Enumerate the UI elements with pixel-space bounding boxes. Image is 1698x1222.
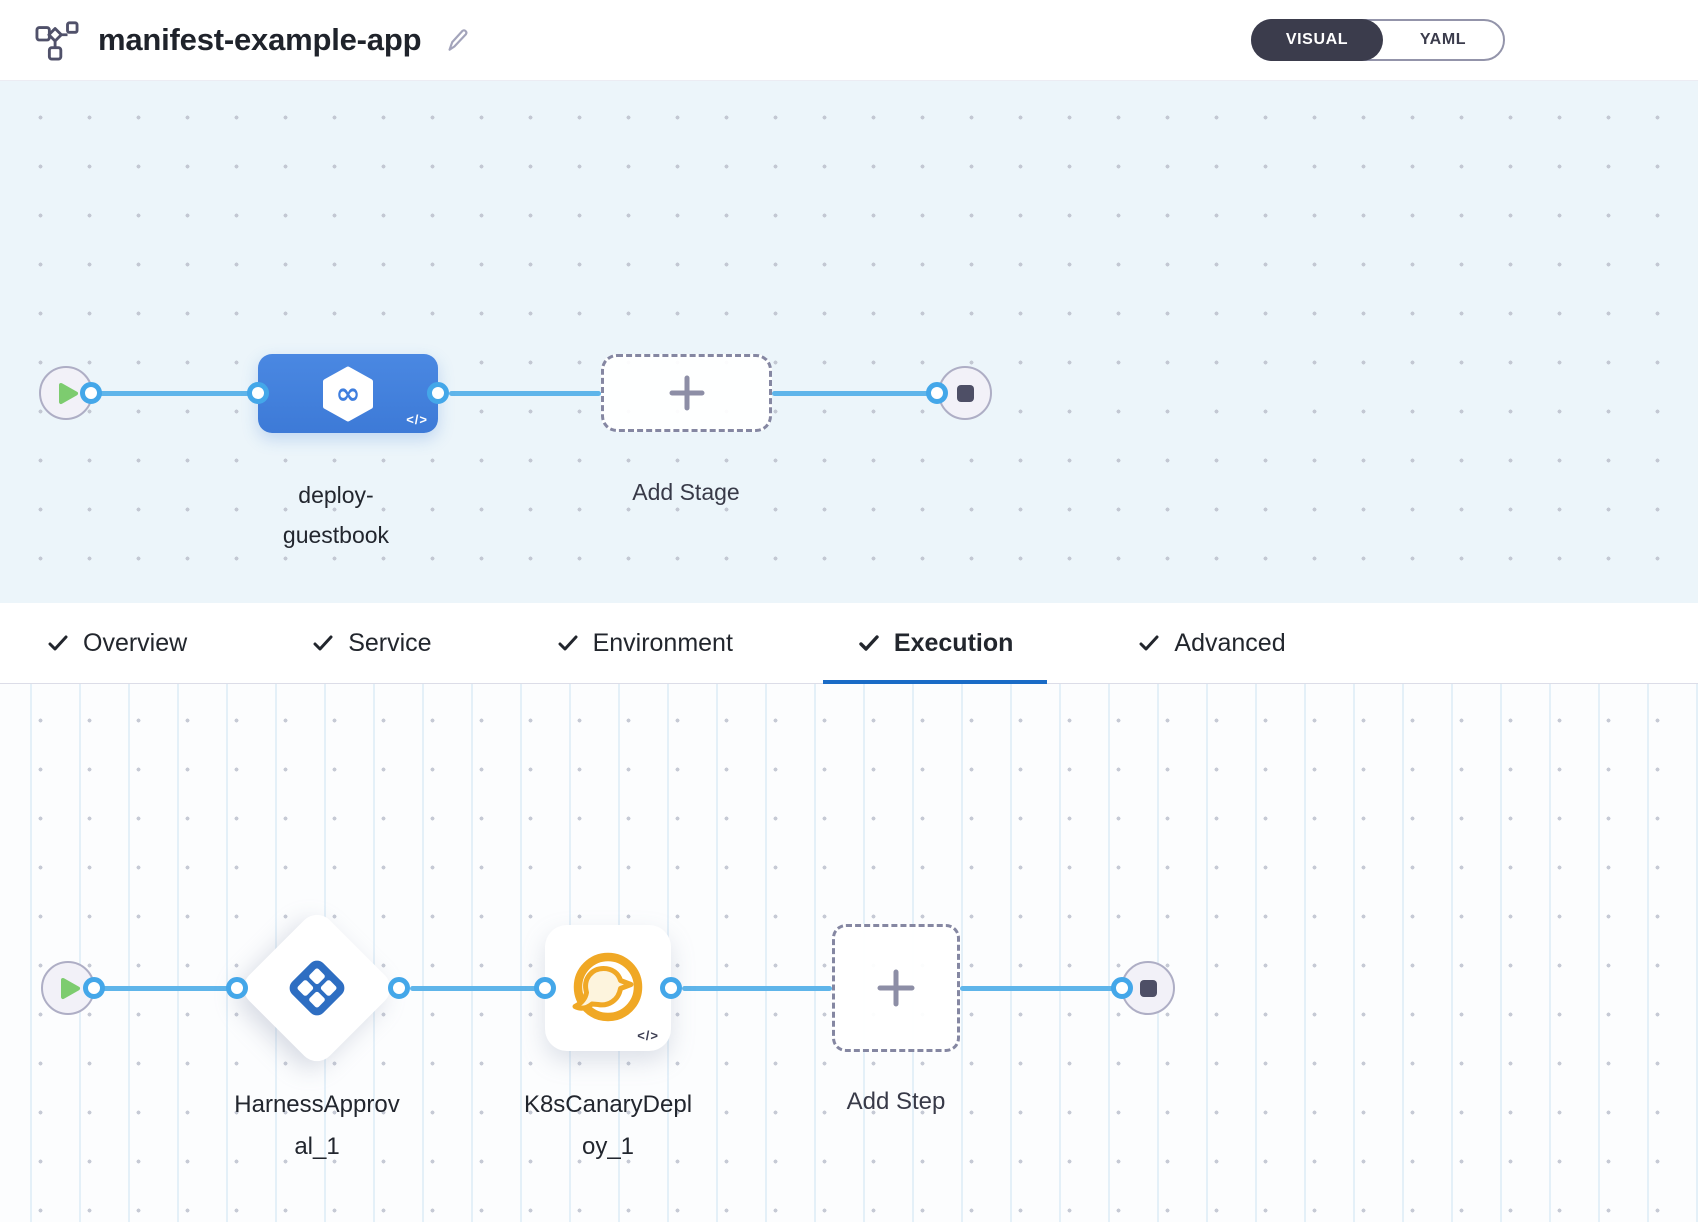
step-node-harness-approval[interactable] bbox=[236, 907, 398, 1069]
k8s-canary-icon bbox=[572, 952, 643, 1022]
stop-icon bbox=[1139, 979, 1157, 997]
edit-pencil-icon[interactable] bbox=[441, 25, 471, 55]
tab-label: Advanced bbox=[1174, 628, 1286, 657]
check-icon bbox=[556, 631, 580, 655]
tab-service[interactable]: Service bbox=[277, 603, 465, 683]
step-node-k8s-canary-deploy[interactable]: </> bbox=[545, 925, 671, 1051]
svg-text:∞: ∞ bbox=[336, 376, 361, 411]
connector-line bbox=[772, 391, 937, 396]
pipeline-icon bbox=[34, 19, 80, 61]
connector-line bbox=[94, 986, 237, 991]
connector-dot bbox=[926, 382, 948, 404]
connector-line bbox=[449, 391, 601, 396]
stop-icon bbox=[956, 384, 974, 402]
connector-dot bbox=[534, 977, 556, 999]
harness-pipeline-hexagon-icon: ∞ bbox=[323, 366, 373, 421]
step1-label-line2: al_1 bbox=[294, 1133, 340, 1160]
tab-advanced[interactable]: Advanced bbox=[1103, 603, 1319, 683]
tab-label: Service bbox=[348, 628, 432, 657]
stage-canvas: ∞ </> deploy- guestbook Add Stage bbox=[0, 81, 1698, 603]
visual-toggle-button[interactable]: VISUAL bbox=[1251, 19, 1383, 61]
connector-dot bbox=[80, 382, 102, 404]
check-icon bbox=[1137, 631, 1161, 655]
plus-icon bbox=[877, 969, 915, 1007]
play-icon bbox=[60, 977, 80, 999]
connector-line bbox=[410, 986, 545, 991]
stage-label-line1: deploy- bbox=[298, 482, 374, 508]
add-step-button[interactable] bbox=[832, 924, 960, 1052]
step2-label-line1: K8sCanaryDepl bbox=[523, 1091, 693, 1118]
step2-label-line2: oy_1 bbox=[581, 1133, 635, 1160]
stage-label-line2: guestbook bbox=[282, 522, 390, 548]
connector-dot bbox=[388, 977, 410, 999]
stage-node-deploy-guestbook[interactable]: ∞ </> bbox=[258, 354, 438, 433]
tab-label: Execution bbox=[893, 628, 1014, 657]
connector-dot bbox=[427, 382, 449, 404]
tab-label: Environment bbox=[592, 628, 733, 657]
connector-line bbox=[91, 391, 258, 396]
add-step-label: Add Step bbox=[846, 1088, 946, 1115]
connector-dot bbox=[83, 977, 105, 999]
step1-label: HarnessApprov al_1 bbox=[177, 1084, 457, 1168]
check-icon bbox=[311, 631, 335, 655]
header: manifest-example-app VISUAL YAML bbox=[0, 0, 1698, 81]
tab-overview[interactable]: Overview bbox=[12, 603, 221, 683]
stage-label: deploy- guestbook bbox=[211, 475, 461, 555]
connector-dot bbox=[247, 382, 269, 404]
check-icon bbox=[46, 631, 70, 655]
stage-code-badge: </> bbox=[406, 412, 428, 427]
step2-label: K8sCanaryDepl oy_1 bbox=[468, 1084, 748, 1168]
connector-dot bbox=[1111, 977, 1133, 999]
pipeline-end-node bbox=[938, 366, 992, 420]
yaml-toggle-button[interactable]: YAML bbox=[1419, 31, 1467, 48]
step-code-badge: </> bbox=[637, 1028, 659, 1043]
check-icon bbox=[857, 631, 881, 655]
execution-canvas: </> HarnessApprov al_1 K8sCanaryDepl oy_… bbox=[0, 684, 1698, 1222]
connector-line bbox=[682, 986, 832, 991]
view-mode-toggle: VISUAL YAML bbox=[1251, 19, 1505, 61]
add-stage-button[interactable] bbox=[601, 354, 772, 432]
page-title: manifest-example-app bbox=[98, 22, 422, 57]
plus-icon bbox=[669, 375, 704, 411]
tab-environment[interactable]: Environment bbox=[522, 603, 767, 683]
step1-label-line1: HarnessApprov bbox=[234, 1091, 400, 1118]
tab-label: Overview bbox=[83, 628, 188, 657]
connector-dot bbox=[226, 977, 248, 999]
connector-dot bbox=[660, 977, 682, 999]
tab-execution[interactable]: Execution bbox=[822, 603, 1048, 684]
stage-tabbar: Overview Service Environment Execution A… bbox=[0, 603, 1698, 684]
play-icon bbox=[58, 382, 78, 404]
connector-line bbox=[960, 986, 1122, 991]
add-stage-label: Add Stage bbox=[632, 479, 740, 505]
